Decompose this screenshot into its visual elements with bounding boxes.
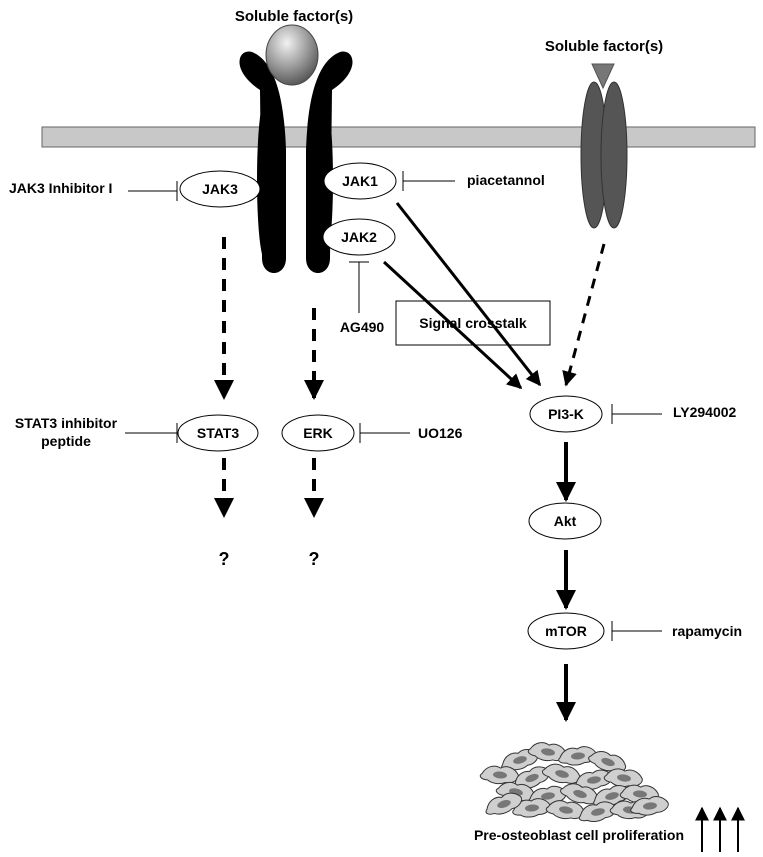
jak2-label: JAK2: [341, 229, 377, 245]
outcome-label: Pre-osteoblast cell proliferation: [474, 827, 684, 843]
jak1-label: JAK1: [342, 173, 378, 189]
akt-label: Akt: [554, 513, 577, 529]
cell-membrane: [41, 126, 756, 148]
signal-crosstalk-label: Signal crosstalk: [419, 315, 527, 331]
stat3-unknown-mark: ?: [219, 549, 230, 569]
pi3k-label: PI3-K: [548, 406, 584, 422]
mtor-label: mTOR: [545, 623, 587, 639]
stat3-inhibitor-label-1: STAT3 inhibitor: [15, 415, 118, 431]
soluble-factor-triangle: [591, 63, 615, 90]
soluble-factor-label-left: Soluble factor(s): [235, 8, 353, 25]
left-receptor: [239, 51, 353, 274]
erk-unknown-mark: ?: [309, 549, 320, 569]
pre-osteoblast-cells-illustration: [479, 742, 669, 823]
uo126-label: UO126: [418, 425, 463, 441]
erk-node: [281, 414, 355, 452]
soluble-factor-label-right: Soluble factor(s): [545, 38, 663, 55]
right-receptor-to-pi3k-arrow: [562, 243, 606, 387]
jak1-to-pi3k-arrow: [395, 202, 542, 387]
soluble-factor-ball: [265, 24, 319, 86]
stat3-label: STAT3: [197, 425, 239, 441]
ly294002-label: LY294002: [673, 404, 737, 420]
pi3k-node: [529, 395, 603, 433]
ag490-label: AG490: [340, 319, 385, 335]
jak1-node: [323, 162, 397, 200]
akt-node: [528, 502, 602, 540]
stat3-inhibitor-label-2: peptide: [41, 433, 91, 449]
jak2-node: [322, 218, 396, 256]
jak3-label: JAK3: [202, 181, 238, 197]
erk-label: ERK: [303, 425, 333, 441]
stat3-node: [177, 414, 259, 452]
piacetannol-label: piacetannol: [467, 172, 545, 188]
jak3-inhibitor-label: JAK3 Inhibitor I: [9, 180, 112, 196]
jak3-node: [179, 170, 261, 208]
mtor-node: [527, 612, 605, 650]
right-receptor: [580, 81, 628, 229]
rapamycin-label: rapamycin: [672, 623, 742, 639]
jak2-to-pi3k-arrow: [382, 260, 523, 390]
signal-crosstalk-box: [395, 300, 551, 346]
